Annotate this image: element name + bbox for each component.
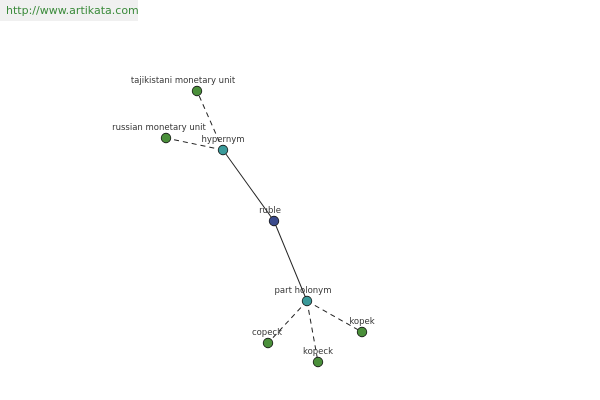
edge-hypernym-ruble [222,149,275,222]
edge-part-holonym-copeck [267,300,308,344]
edge-hypernym-tajikistani [196,90,224,151]
node-russian[interactable] [160,132,172,144]
label-kopek: kopek [349,317,374,327]
edge-ruble-part-holonym [273,220,308,302]
node-copeck[interactable] [262,337,274,349]
labels: tajikistani monetary unit russian moneta… [112,76,375,357]
label-hypernym: hypernym [201,135,244,145]
label-tajikistani: tajikistani monetary unit [131,76,236,86]
edge-part-holonym-kopek [306,300,363,333]
edge-part-holonym-kopeck [306,300,319,363]
nodes [160,85,368,368]
node-part-holonym[interactable] [301,295,313,307]
label-kopeck: kopeck [303,347,333,357]
node-ruble[interactable] [268,215,280,227]
node-tajikistani[interactable] [191,85,203,97]
edges [165,90,363,363]
node-kopeck[interactable] [312,356,324,368]
label-ruble: ruble [259,206,281,216]
node-kopek[interactable] [356,326,368,338]
label-part-holonym: part holonym [275,286,332,296]
node-hypernym[interactable] [217,144,229,156]
watermark-url[interactable]: http://www.artikata.com [6,4,139,17]
label-russian: russian monetary unit [112,123,206,133]
edge-hypernym-russian [165,137,224,151]
watermark-banner: http://www.artikata.com [0,0,139,21]
label-copeck: copeck [252,328,282,338]
